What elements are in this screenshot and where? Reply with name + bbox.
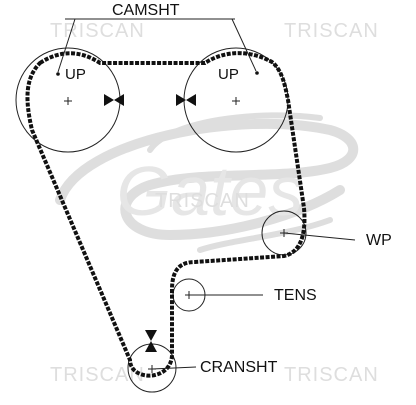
plus-icon	[64, 97, 72, 105]
leader-lines	[57, 18, 356, 370]
camshaft-left-up-label: UP	[65, 66, 86, 83]
up-mark-dot	[255, 71, 259, 75]
triscan-watermark-center: TRISCAN	[155, 190, 250, 212]
timing-mark-icon	[176, 94, 196, 106]
timing-mark-icon	[145, 330, 157, 352]
timing-belt	[25, 51, 307, 378]
water-pump-label: WP	[366, 232, 392, 249]
up-mark-dot	[56, 72, 60, 76]
triscan-watermark-top-left: TRISCAN	[50, 20, 145, 42]
tensioner-label: TENS	[274, 287, 317, 304]
triscan-watermark-top-right: TRISCAN	[284, 20, 379, 42]
gates-logo-watermark-text: Gates	[117, 152, 304, 230]
gates-logo-watermark	[55, 112, 359, 253]
camshaft-label: CAMSHT	[112, 2, 180, 19]
crankshaft-label: CRANSHT	[200, 359, 278, 376]
timing-mark-icon	[104, 94, 124, 106]
camshaft-right-up-label: UP	[218, 66, 239, 83]
triscan-watermark-bottom-left: TRISCAN	[50, 364, 145, 386]
triscan-watermark-bottom-right: TRISCAN	[284, 364, 379, 386]
plus-icon	[232, 97, 240, 105]
